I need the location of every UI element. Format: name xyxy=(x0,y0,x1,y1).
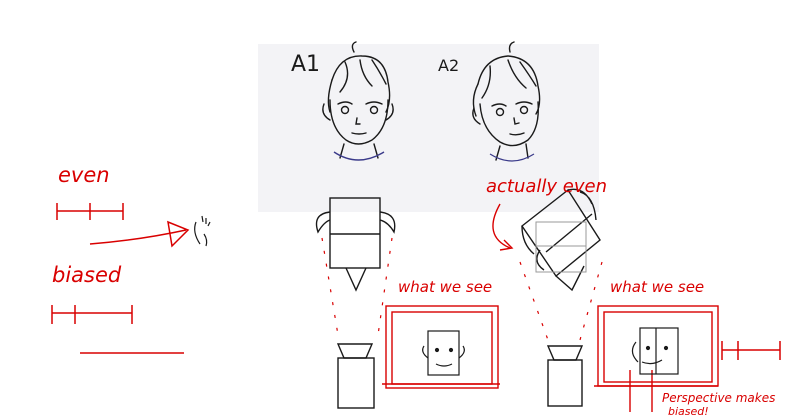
collar-a2 xyxy=(489,153,535,162)
curved-arrow xyxy=(492,203,514,251)
actually-even-label: actually even xyxy=(486,176,608,197)
biased-scale-right xyxy=(721,341,781,360)
seen-face-right xyxy=(631,327,679,375)
viewer-body-left xyxy=(336,343,375,409)
label-a2: A2 xyxy=(438,56,460,75)
what-we-see-right-label: what we see xyxy=(610,278,705,296)
reference-panel xyxy=(258,44,599,212)
view-frame-left xyxy=(382,305,500,389)
eye-icon xyxy=(194,215,211,247)
even-scale xyxy=(56,203,124,220)
head-box-front xyxy=(315,197,396,292)
sight-lines-right xyxy=(519,261,603,341)
biased-label: biased xyxy=(52,263,122,287)
arrow-to-eye xyxy=(89,220,190,248)
even-label: even xyxy=(58,163,110,187)
face-a2 xyxy=(472,41,541,161)
perspective-note-line1: Perspective makes xyxy=(662,391,776,405)
seen-face-left xyxy=(422,330,465,376)
biased-scale xyxy=(51,305,184,354)
what-we-see-left-label: what we see xyxy=(398,278,493,296)
head-box-rotated xyxy=(521,188,601,292)
view-frame-right xyxy=(594,305,719,412)
perspective-note-line2: biased! xyxy=(668,405,709,418)
collar-a1 xyxy=(333,151,385,161)
label-a1: A1 xyxy=(291,52,321,77)
head-box-ghost xyxy=(535,221,587,273)
viewer-body-right xyxy=(546,345,584,407)
face-a1 xyxy=(322,41,394,159)
